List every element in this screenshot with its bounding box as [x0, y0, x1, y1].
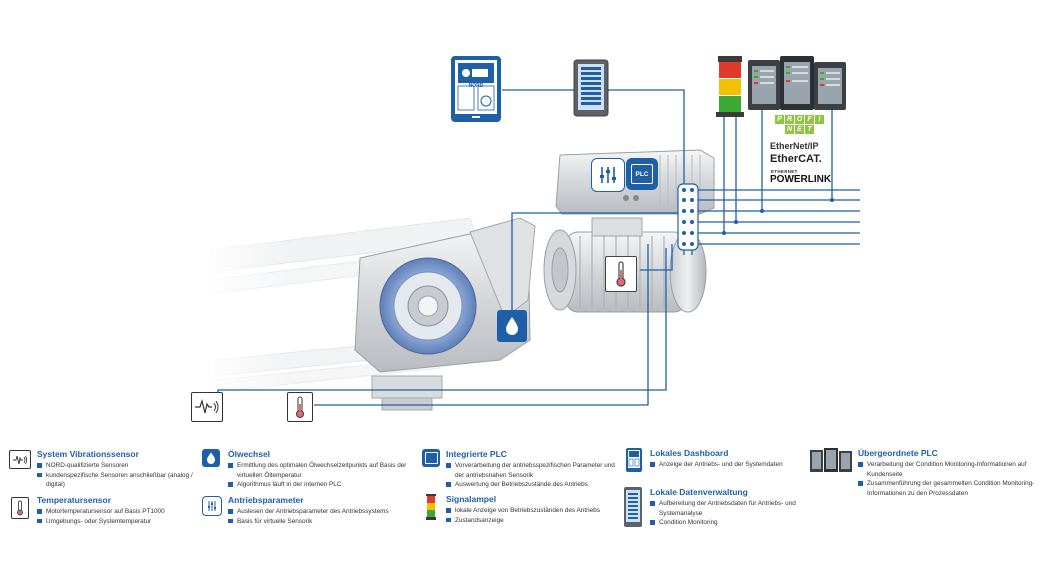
legend-item: Ermittlung des optimalen Ölwechselzeitpu…: [228, 461, 418, 480]
legend-title: Lokales Dashboard: [650, 448, 729, 458]
legend-plc: Integrierte PLC Vorverarbeitung der antr…: [446, 449, 621, 490]
vibration-sensor-icon: [191, 392, 223, 422]
powerlink-logo: POWERLINK: [770, 174, 832, 185]
profinet-letter: E: [795, 125, 804, 134]
control-cabinet: [748, 56, 846, 110]
legend-item: Algorithmus läuft in der internen PLC: [228, 480, 418, 490]
legend-item: lokale Anzeige von Betriebszuständen des…: [446, 506, 621, 516]
legend-control-cabinet-icon: [810, 448, 852, 472]
motor-thermometer-icon: [605, 256, 637, 292]
profinet-letter: R: [785, 115, 794, 124]
legend-title: Signalampel: [446, 494, 497, 504]
gearbox: [354, 217, 536, 411]
legend-item: Anzeige der Antriebs- und der Systemdate…: [650, 460, 815, 470]
legend-temperature: Temperatursensor Motortemperatursensor a…: [37, 495, 202, 526]
legend-item: Umgebungs- oder Systemtemperatur: [37, 517, 202, 527]
powerlink-small-label: ETHERNET: [771, 169, 798, 174]
signal-tower: [716, 56, 744, 117]
legend-item: Zusammenführung der gesammelten Conditio…: [858, 479, 1037, 498]
legend-item: kundenspezifische Sensoren anschließbar …: [37, 471, 196, 490]
legend-title: Lokale Datenverwaltung: [650, 487, 748, 497]
ambient-thermometer-icon: [287, 392, 313, 422]
legend-title: Integrierte PLC: [446, 449, 507, 459]
legend-vibration-icon: [9, 450, 31, 469]
legend-item: NORD-qualifizierte Sensoren: [37, 461, 202, 471]
datalog-device: [573, 59, 609, 117]
legend-title: Temperatursensor: [37, 495, 112, 505]
legend-tablet-dashboard-icon: [626, 448, 642, 472]
legend-drive-parameters-icon: [202, 496, 222, 516]
legend-signal: Signalampel lokale Anzeige von Betriebsz…: [446, 494, 621, 525]
legend-item: Auswertung der Betriebszustände des Antr…: [446, 480, 621, 490]
legend-drive-params: Antriebsparameter Auslesen der Antriebsp…: [228, 495, 418, 526]
drive-parameters-icon: [591, 158, 625, 192]
system-illustration: [200, 56, 860, 420]
profinet-letter: I: [815, 115, 824, 124]
profinet-letter: T: [805, 125, 814, 134]
legend-title: Ölwechsel: [228, 449, 271, 459]
legend-data-log-icon: [624, 487, 642, 527]
ethernet-ip-logo: EtherNet/IP: [770, 141, 819, 151]
legend-item: Zustandsanzeige: [446, 516, 621, 526]
legend-dashboard: Lokales Dashboard Anzeige der Antriebs- …: [650, 448, 815, 470]
legend-item: Verarbeitung der Condition Monitoring-In…: [858, 460, 1027, 479]
legend-signal-tower-icon: [426, 494, 436, 522]
legend-title: Antriebsparameter: [228, 495, 304, 505]
legend-item: Motortemperatursensor auf Basis PT1000: [37, 507, 202, 517]
tablet-brand: NORD: [468, 83, 484, 89]
ethercat-logo: EtherCAT.: [770, 153, 822, 165]
legend-thermometer-icon: [11, 497, 29, 519]
legend-title: Übergeordnete PLC: [858, 448, 938, 458]
legend-plc-icon: [422, 449, 440, 467]
legend-vibration: System Vibrationssensor NORD-qualifizier…: [37, 449, 202, 490]
signal-lines: [217, 89, 860, 406]
legend-superior-plc: Übergeordnete PLC Verarbeitung der Condi…: [858, 448, 1038, 498]
legend-oil-drop-icon: [202, 449, 220, 467]
oil-drop-icon: [497, 310, 527, 342]
legend-item: Auslesen der Antriebsparameter des Antri…: [228, 507, 418, 517]
connection-nodes: [677, 183, 699, 251]
plc-icon: PLC: [626, 158, 658, 190]
dashboard-tablet: [451, 56, 501, 122]
legend-item: Aufbereitung der Antriebsdaten für Antri…: [650, 499, 804, 518]
profinet-letter: P: [775, 115, 784, 124]
profinet-letter: F: [805, 115, 814, 124]
legend-item: Condition Monitoring: [650, 518, 815, 528]
plc-badge: PLC: [631, 164, 653, 184]
profinet-letter: O: [795, 115, 804, 124]
legend-title: System Vibrationssensor: [37, 449, 139, 459]
legend-item: Basis für virtuelle Sensorik: [228, 517, 418, 527]
profinet-letter: N: [785, 125, 794, 134]
legend-item: Vorverarbeitung der antriebsspezifischen…: [446, 461, 621, 480]
legend-oil: Ölwechsel Ermittlung des optimalen Ölwec…: [228, 449, 418, 490]
legend-datalog: Lokale Datenverwaltung Aufbereitung der …: [650, 487, 815, 528]
